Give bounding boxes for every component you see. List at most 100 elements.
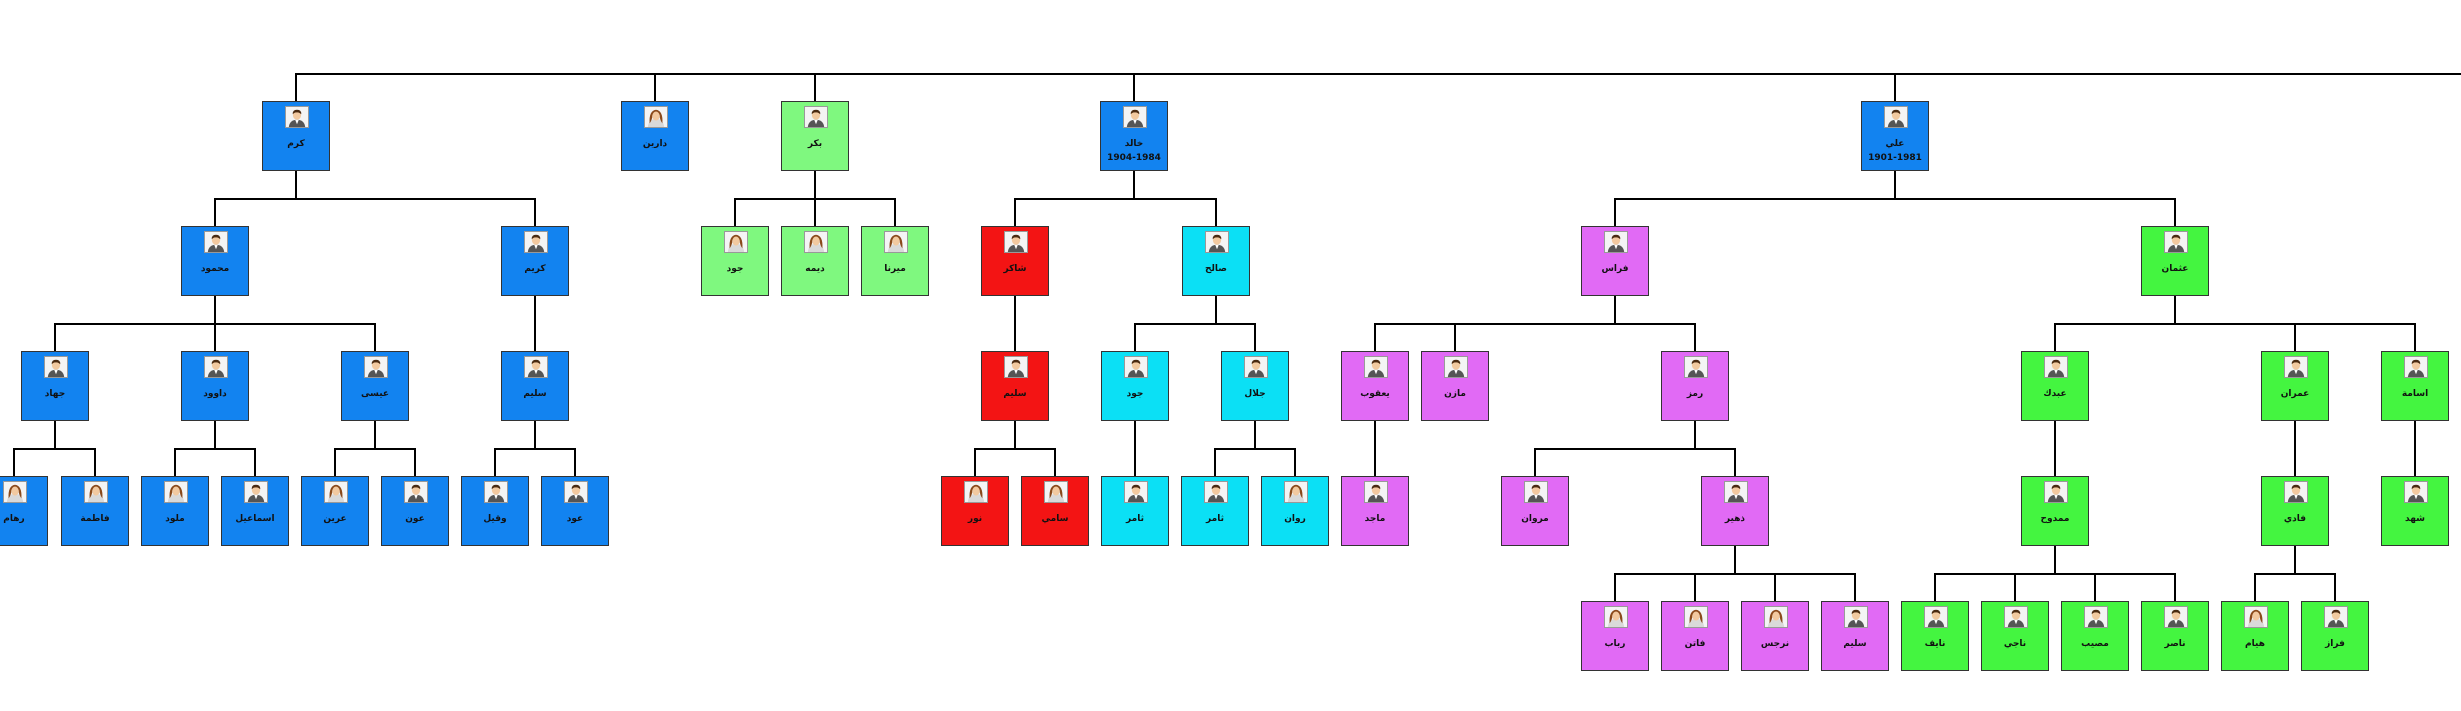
person-name: ميرنا <box>884 264 906 274</box>
person-card[interactable]: ميرنا <box>861 226 929 296</box>
person-card[interactable]: فراس <box>1581 226 1649 296</box>
person-card[interactable]: مروان <box>1501 476 1569 546</box>
sibling-connector-line <box>214 197 536 200</box>
person-name: عيسى <box>360 389 390 399</box>
male-avatar-icon <box>1004 356 1028 378</box>
person-card[interactable]: نور <box>941 476 1009 546</box>
person-card[interactable]: هيام <box>2221 601 2289 671</box>
person-dates: 1901-1981 <box>1868 153 1922 163</box>
person-card[interactable]: اسماعيل <box>221 476 289 546</box>
person-card[interactable]: عود <box>541 476 609 546</box>
male-avatar-icon <box>1205 231 1229 253</box>
person-card[interactable]: دارين <box>621 101 689 171</box>
female-avatar-icon <box>324 481 348 503</box>
person-card[interactable]: ذهير <box>1701 476 1769 546</box>
person-card[interactable]: مصيب <box>2061 601 2129 671</box>
male-avatar-icon <box>44 356 68 378</box>
person-card[interactable]: اسامة <box>2381 351 2449 421</box>
male-avatar-icon <box>244 481 268 503</box>
person-name: جود <box>1126 389 1144 399</box>
parent-stem-line <box>295 171 297 199</box>
parent-stem-line <box>1254 421 1256 449</box>
male-avatar-icon <box>2404 481 2428 503</box>
person-name: فاتن <box>1684 639 1706 649</box>
person-card[interactable]: ناصر <box>2141 601 2209 671</box>
child-drop-line <box>254 448 256 476</box>
male-avatar-icon <box>1884 106 1908 128</box>
person-card[interactable]: شهد <box>2381 476 2449 546</box>
child-drop-line <box>54 323 56 351</box>
person-card[interactable]: ناجي <box>1981 601 2049 671</box>
male-avatar-icon <box>364 356 388 378</box>
person-card[interactable]: فاتن <box>1661 601 1729 671</box>
sibling-connector-line <box>974 447 1056 450</box>
person-card[interactable]: روان <box>1261 476 1329 546</box>
person-card[interactable]: عون <box>381 476 449 546</box>
person-card[interactable]: يعقوب <box>1341 351 1409 421</box>
person-card[interactable]: وقيل <box>461 476 529 546</box>
sibling-connector-line <box>13 447 96 450</box>
person-card[interactable]: ماجد <box>1341 476 1409 546</box>
person-card[interactable]: ديمه <box>781 226 849 296</box>
person-card[interactable]: رمز <box>1661 351 1729 421</box>
person-card[interactable]: سليم <box>981 351 1049 421</box>
male-avatar-icon <box>1123 106 1147 128</box>
person-card[interactable]: عرين <box>301 476 369 546</box>
person-name: ماجد <box>1364 514 1386 524</box>
person-card[interactable]: عبدك <box>2021 351 2089 421</box>
person-name: ثامر <box>1126 514 1144 524</box>
child-drop-line <box>214 198 216 226</box>
person-card[interactable]: كريم <box>501 226 569 296</box>
person-card[interactable]: رهام <box>0 476 48 546</box>
child-drop-line <box>174 448 176 476</box>
child-drop-line <box>1254 323 1256 351</box>
person-card[interactable]: محمود <box>181 226 249 296</box>
person-card[interactable]: كرم <box>262 101 330 171</box>
person-card[interactable]: ثامر <box>1101 476 1169 546</box>
child-drop-line <box>2054 448 2056 476</box>
child-drop-line <box>1934 573 1936 601</box>
person-card[interactable]: بكر <box>781 101 849 171</box>
person-name: فاطمة <box>80 514 110 524</box>
person-card[interactable]: جلال <box>1221 351 1289 421</box>
person-card[interactable]: رباب <box>1581 601 1649 671</box>
person-card[interactable]: نرجس <box>1741 601 1809 671</box>
male-avatar-icon <box>1524 481 1548 503</box>
parent-stem-line <box>1614 296 1616 324</box>
person-card[interactable]: فراز <box>2301 601 2369 671</box>
person-name: عرين <box>323 514 347 524</box>
male-avatar-icon <box>804 106 828 128</box>
person-card[interactable]: جود <box>701 226 769 296</box>
person-card[interactable]: مازن <box>1421 351 1489 421</box>
person-card[interactable]: صالح <box>1182 226 1250 296</box>
person-card[interactable]: فاطمة <box>61 476 129 546</box>
male-avatar-icon <box>524 356 548 378</box>
person-card[interactable]: شاكر <box>981 226 1049 296</box>
person-card[interactable]: ثامر <box>1181 476 1249 546</box>
male-avatar-icon <box>204 231 228 253</box>
person-name: فراس <box>1601 264 1629 274</box>
person-card[interactable]: جود <box>1101 351 1169 421</box>
person-card[interactable]: سليم <box>1821 601 1889 671</box>
person-card[interactable]: عيسى <box>341 351 409 421</box>
person-card[interactable]: عثمان <box>2141 226 2209 296</box>
parent-stem-line <box>1014 421 1016 449</box>
parent-stem-line <box>534 296 536 324</box>
person-card[interactable]: سامي <box>1021 476 1089 546</box>
person-card[interactable]: ملود <box>141 476 209 546</box>
person-card[interactable]: سليم <box>501 351 569 421</box>
person-card[interactable]: فادي <box>2261 476 2329 546</box>
root-drop-line <box>295 73 297 101</box>
person-card[interactable]: ممدوح <box>2021 476 2089 546</box>
person-card[interactable]: عمران <box>2261 351 2329 421</box>
person-card[interactable]: داوود <box>181 351 249 421</box>
child-drop-line <box>814 198 816 226</box>
male-avatar-icon <box>2164 231 2188 253</box>
root-drop-line <box>814 73 816 101</box>
person-name: كرم <box>287 139 305 149</box>
person-card[interactable]: نايف <box>1901 601 1969 671</box>
sibling-connector-line <box>2254 572 2336 575</box>
person-card[interactable]: جهاد <box>21 351 89 421</box>
